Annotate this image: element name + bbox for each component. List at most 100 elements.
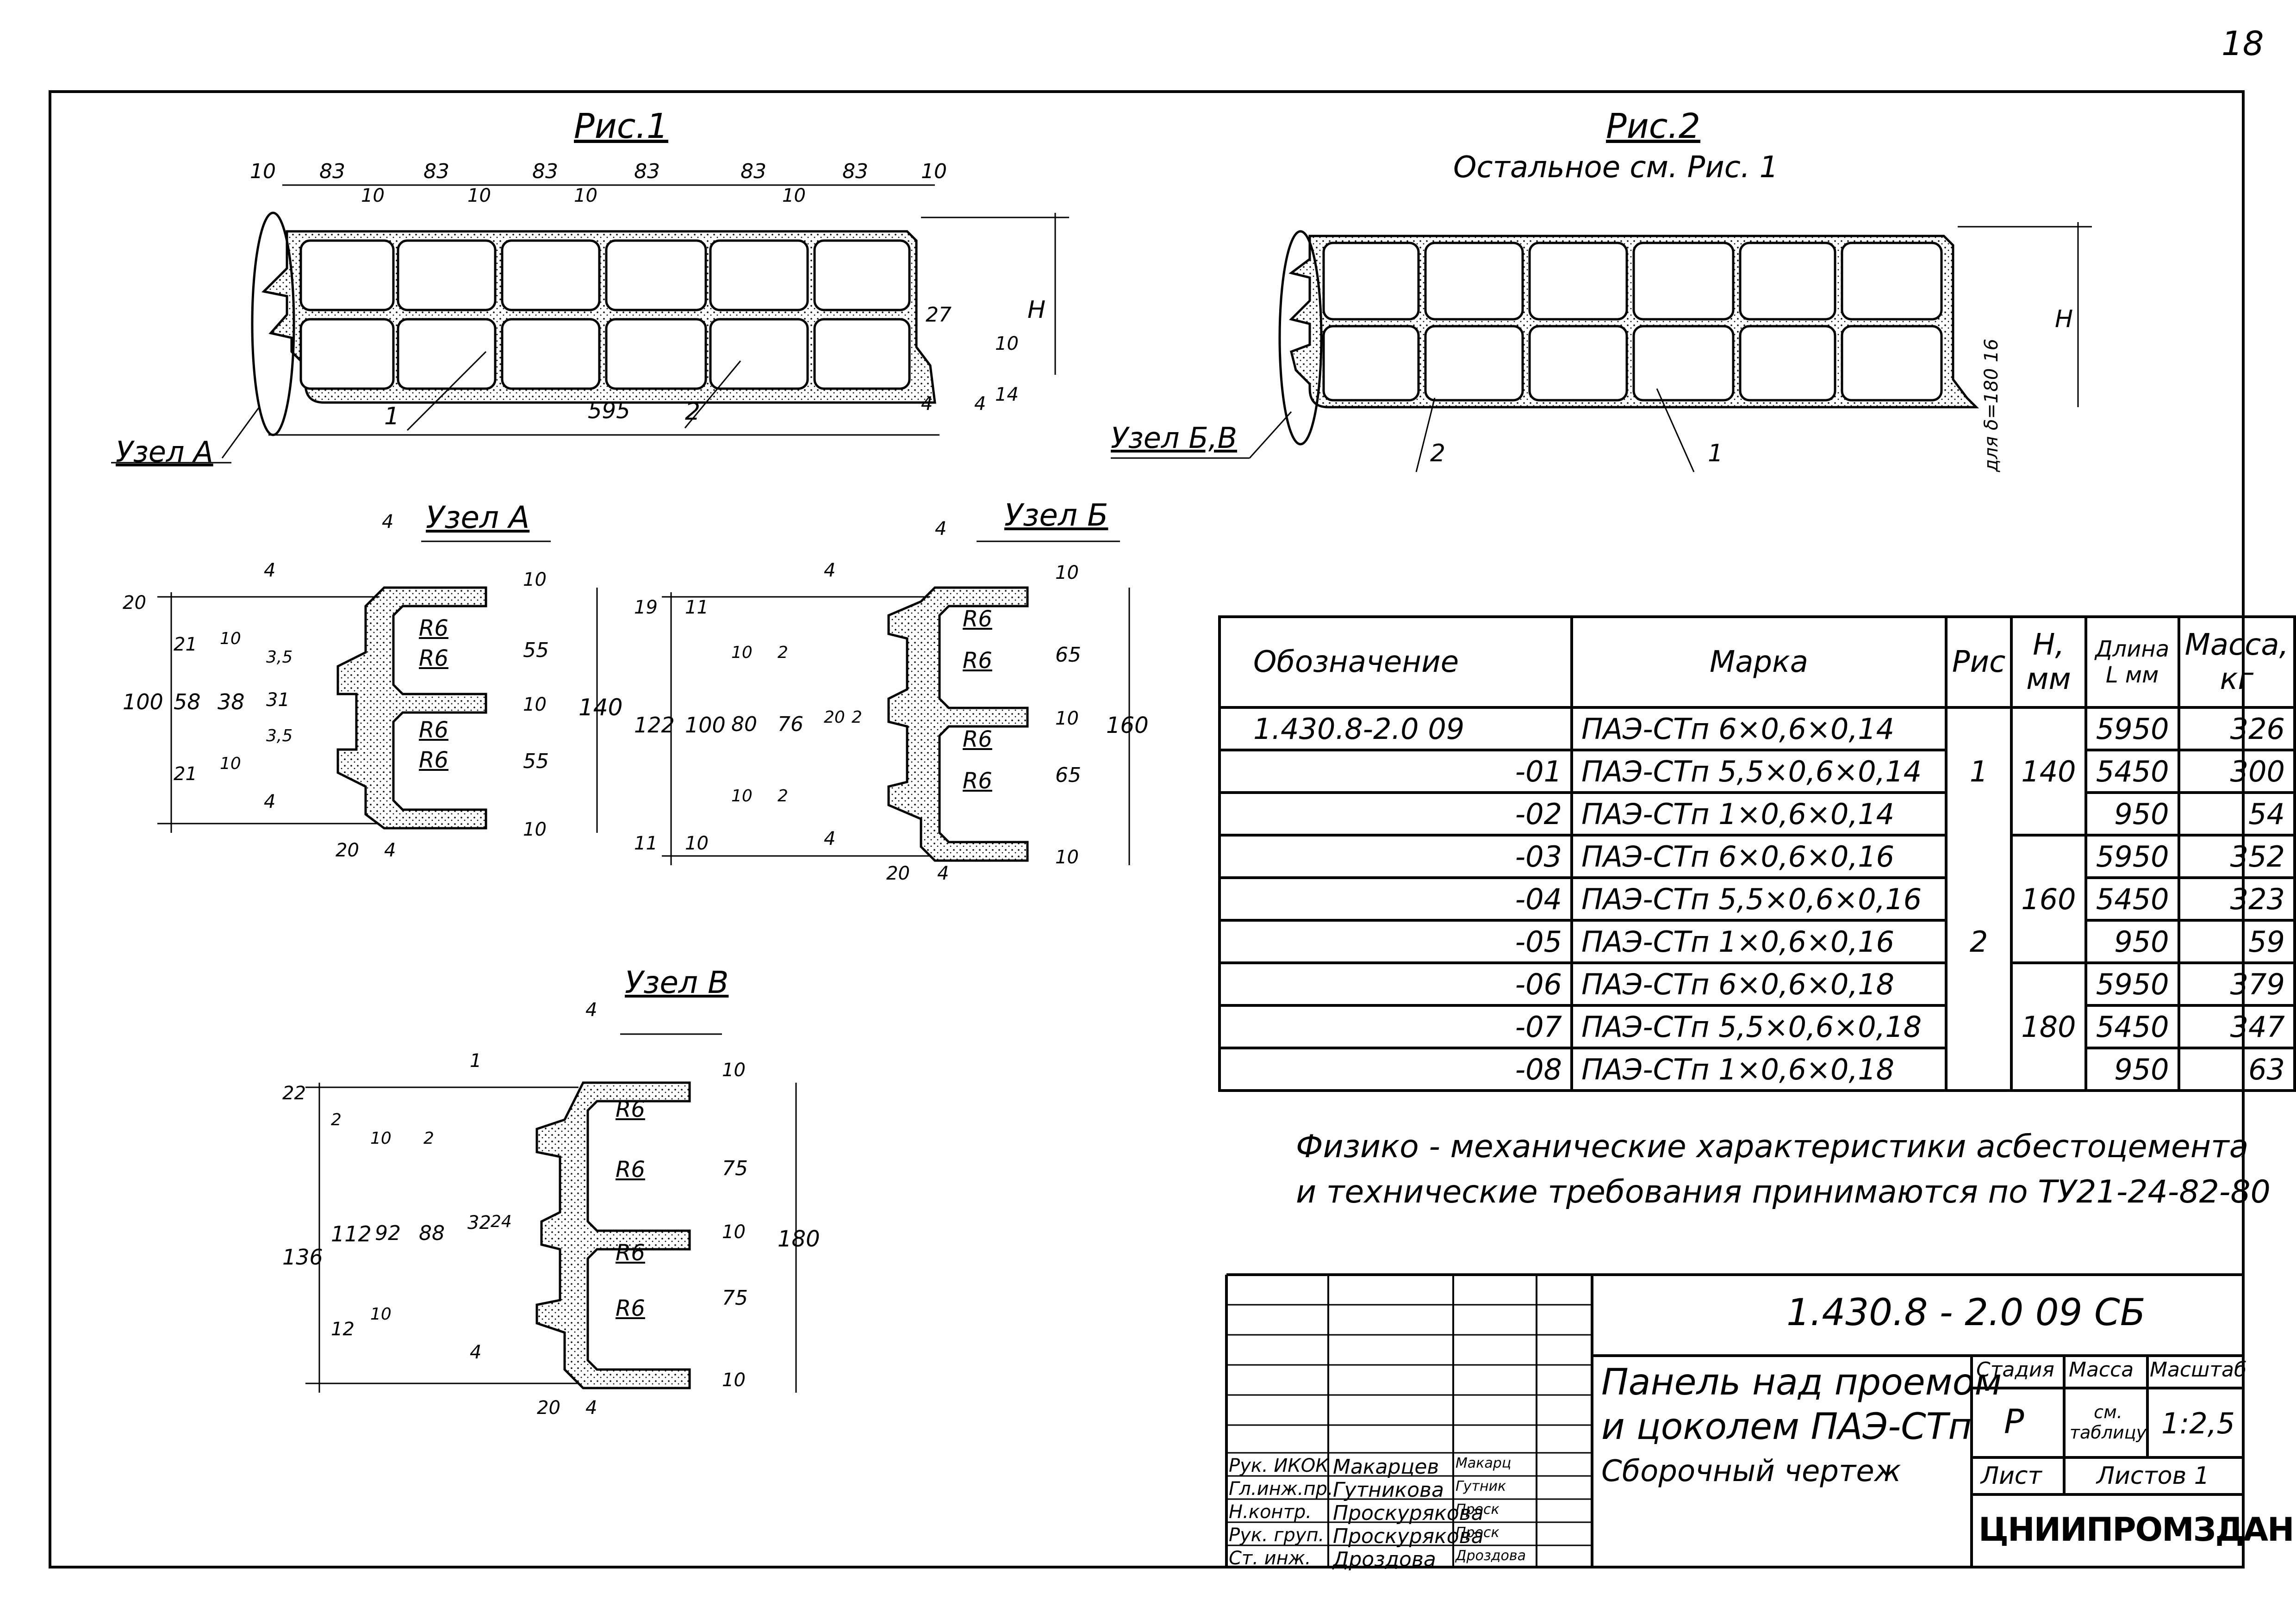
cell-mark: ПАЭ-СТп 1×0,6×0,14	[1570, 791, 1948, 837]
fig1-dim-right: 4	[974, 393, 986, 415]
node-v-dim: 180	[778, 1226, 820, 1252]
cell-mass: 59	[2177, 919, 2296, 964]
staff-name: Макарцев	[1333, 1455, 1439, 1479]
cell-length: 5950	[2084, 706, 2180, 751]
staff-role: Рук. груп.	[1229, 1525, 1325, 1546]
cell-fig: 2	[1944, 920, 2013, 963]
node-a-detail	[157, 540, 598, 833]
node-a-dim: 10	[220, 754, 241, 773]
drawing-name: Панель над проемом и цоколем ПАЭ-СТп Сбо…	[1601, 1360, 2002, 1494]
staff-role: Рук. ИКОК	[1229, 1455, 1329, 1476]
cell-fig	[1944, 835, 2013, 878]
node-b-dim: 2	[778, 787, 788, 806]
staff-sign: Дроздова	[1456, 1548, 1526, 1564]
node-b-radius: R6	[963, 726, 992, 752]
fig1-dim: 83	[532, 160, 558, 183]
node-v-dim: 10	[370, 1305, 392, 1324]
cell-h	[2010, 707, 2087, 750]
node-a-dim: 10	[523, 694, 547, 715]
fig1-dim-right: 4	[921, 393, 933, 415]
header-mass: Масса, кг	[2177, 615, 2296, 709]
cell-mark: ПАЭ-СТп 6×0,6×0,14	[1570, 706, 1948, 751]
cell-designation: -03	[1218, 834, 1573, 879]
staff-name: Проскурякова	[1333, 1525, 1484, 1548]
node-a-dim: 21	[174, 634, 197, 655]
node-a-dim: 21	[174, 763, 197, 785]
technical-note: Физико - механические характеристики асб…	[1296, 1124, 2271, 1215]
node-a-dim: 4	[384, 840, 396, 861]
node-v-dim: 22	[282, 1083, 306, 1104]
node-b-detail	[662, 540, 1130, 865]
note-line: и технические требования принимаются по …	[1296, 1174, 2271, 1210]
node-v-dim: 10	[370, 1129, 392, 1148]
staff-sign: Проск	[1456, 1525, 1500, 1541]
node-a-radius: R6	[419, 717, 448, 743]
stage-value: Р	[2004, 1402, 2024, 1441]
sheets-label: Листов 1	[2097, 1462, 2209, 1490]
node-v-dim: 1	[470, 1050, 482, 1072]
node-a-dim: 38	[218, 689, 245, 714]
node-v-radius: R6	[616, 1296, 645, 1321]
node-a-dim: 55	[523, 639, 549, 662]
node-a-radius: R6	[419, 645, 448, 671]
cell-fig	[1944, 793, 2013, 835]
node-b-dim: 4	[824, 560, 836, 581]
fig2-panel	[1111, 222, 2092, 472]
cell-length: 5450	[2084, 1004, 2180, 1049]
node-b-dim: 10	[731, 643, 753, 662]
node-b-dim: 10	[685, 833, 709, 854]
node-b-radius: R6	[963, 648, 992, 674]
header-fig: Рис	[1944, 615, 2013, 709]
fig1-node-label: Узел А	[116, 435, 213, 469]
cell-mark: ПАЭ-СТп 5,5×0,6×0,14	[1570, 749, 1948, 794]
node-b-dim: 10	[1055, 708, 1079, 729]
stage-label: Стадия	[1976, 1358, 2054, 1382]
node-b-dim: 80	[731, 713, 757, 736]
cell-designation: -07	[1218, 1004, 1573, 1049]
node-a-radius: R6	[419, 747, 448, 773]
staff-sign: Проск	[1456, 1501, 1500, 1518]
cell-mark: ПАЭ-СТп 1×0,6×0,16	[1570, 919, 1948, 964]
node-v-dim: 24	[491, 1212, 512, 1231]
node-v-dim: 88	[419, 1221, 445, 1245]
node-v-dim: 112	[331, 1221, 372, 1246]
cell-mark: ПАЭ-СТп 6×0,6×0,16	[1570, 834, 1948, 879]
cell-designation: -05	[1218, 919, 1573, 964]
header-mark: Марка	[1570, 615, 1948, 709]
cell-designation: -04	[1218, 876, 1573, 922]
cell-h	[2010, 834, 2087, 878]
drawing-name-line: Панель над проемом	[1601, 1362, 2002, 1403]
node-v-dim: 20	[537, 1397, 560, 1419]
node-a-dim: 10	[523, 819, 547, 840]
node-a-dim: 3,5	[266, 648, 293, 667]
node-b-dim: 20	[824, 708, 845, 727]
cell-h: 160	[2010, 878, 2087, 920]
fig1-dim: 10	[921, 160, 947, 183]
scale-label: Масштаб	[2150, 1358, 2247, 1382]
node-v-dim: 12	[331, 1319, 355, 1340]
cell-mark: ПАЭ-СТп 6×0,6×0,18	[1570, 961, 1948, 1007]
node-b-dim: 76	[778, 713, 803, 736]
cell-length: 5950	[2084, 961, 2180, 1007]
fig1-dim: 83	[319, 160, 345, 183]
fig1-dim-inner: 10	[361, 185, 385, 206]
cell-h: 180	[2010, 1005, 2087, 1048]
node-b-radius: R6	[963, 606, 992, 632]
cell-mass: 63	[2177, 1047, 2296, 1092]
fig1-dim: 83	[740, 160, 766, 183]
cell-designation: -06	[1218, 961, 1573, 1007]
staff-name: Дроздова	[1333, 1548, 1436, 1571]
node-v-dim: 136	[282, 1245, 323, 1270]
drawing-name-line: Сборочный чертеж	[1601, 1454, 1901, 1488]
node-a-dim: 100	[123, 689, 163, 714]
fig1-total-dim: 595	[588, 398, 630, 424]
cell-mass: 326	[2177, 706, 2296, 751]
fig2-node-label: Узел Б,В	[1111, 421, 1238, 455]
node-a-dim: 10	[220, 629, 241, 648]
fig2-callout: 1	[1708, 440, 1724, 467]
cell-length: 5450	[2084, 749, 2180, 794]
